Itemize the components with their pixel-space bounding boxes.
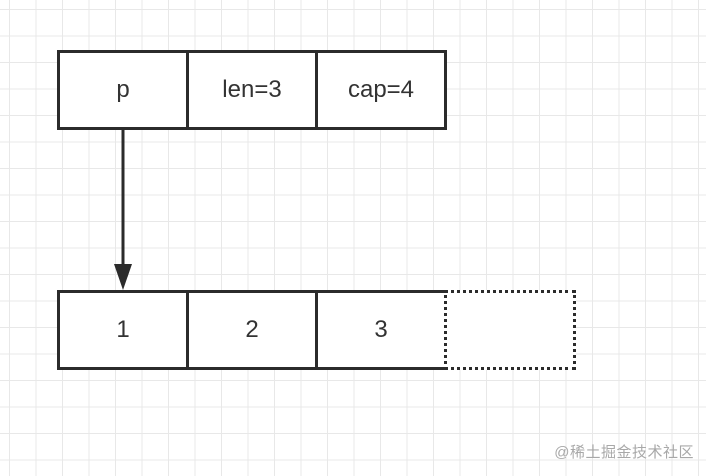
array-element-unused-capacity [444,290,576,370]
underlying-array: 1 2 3 [57,290,576,370]
slice-header: p len=3 cap=4 [57,50,447,130]
cap-field: cap=4 [315,50,447,130]
array-element: 3 [315,290,447,370]
array-element: 2 [186,290,318,370]
watermark: @稀土掘金技术社区 [554,444,694,461]
pointer-field: p [57,50,189,130]
len-field: len=3 [186,50,318,130]
array-element: 1 [57,290,189,370]
